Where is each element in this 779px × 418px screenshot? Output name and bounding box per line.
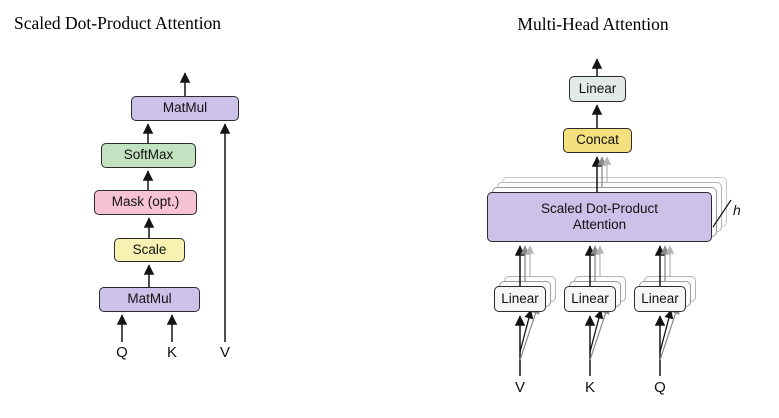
h-count-label: h: [733, 202, 741, 218]
matmul-bottom-box: MatMul: [99, 287, 200, 312]
concat-box: Concat: [563, 128, 632, 153]
sdpa-title: Scaled Dot-Product Attention: [14, 13, 222, 33]
softmax-box: SoftMax: [101, 143, 196, 168]
linear-out-box: Linear: [569, 76, 626, 102]
v-input-label: V: [514, 379, 525, 396]
sdpa-box: Scaled Dot-Product Attention: [487, 192, 712, 242]
matmul-top-box: MatMul: [131, 96, 239, 121]
linear-q-box: Linear: [634, 286, 686, 312]
k-input-label: K: [584, 379, 595, 396]
mask-box: Mask (opt.): [94, 190, 197, 215]
mha-title: Multi-Head Attention: [517, 14, 669, 34]
linear-v-box: Linear: [494, 286, 546, 312]
q-input-label: Q: [654, 379, 666, 396]
scale-box: Scale: [114, 238, 185, 262]
q-label: Q: [116, 344, 128, 361]
linear-k-box: Linear: [564, 286, 616, 312]
v-label: V: [219, 344, 230, 361]
k-label: K: [166, 344, 177, 361]
